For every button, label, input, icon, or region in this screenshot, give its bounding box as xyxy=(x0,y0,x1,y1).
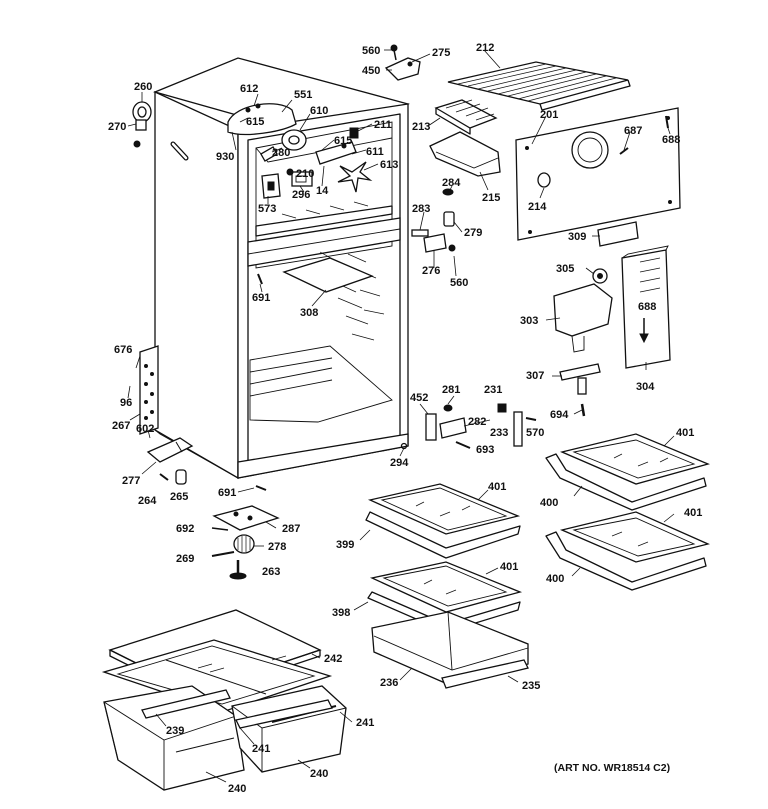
label-401-a: 401 xyxy=(488,481,506,493)
label-269: 269 xyxy=(176,553,194,565)
label-400-a: 400 xyxy=(540,497,558,509)
label-211: 211 xyxy=(374,119,392,131)
label-201: 201 xyxy=(540,109,558,121)
label-240-right: 240 xyxy=(310,768,328,780)
label-676: 676 xyxy=(114,344,132,356)
label-602: 602 xyxy=(136,423,154,435)
label-14: 14 xyxy=(316,185,329,197)
label-241-mid: 241 xyxy=(252,743,270,755)
label-612: 612 xyxy=(240,83,258,95)
label-560-top: 560 xyxy=(362,45,380,57)
rear-panel-parts-drawing xyxy=(384,44,681,253)
label-278: 278 xyxy=(268,541,286,553)
label-692: 692 xyxy=(176,523,194,535)
label-281: 281 xyxy=(442,384,460,396)
label-401-d: 401 xyxy=(684,507,702,519)
label-400-b: 400 xyxy=(546,573,564,585)
label-294: 294 xyxy=(390,457,409,469)
label-401-b: 401 xyxy=(676,427,694,439)
control-parts-drawing xyxy=(132,101,373,199)
cabinet-drawing xyxy=(139,57,410,480)
label-615-top: 615 xyxy=(246,116,264,128)
label-560-mid: 560 xyxy=(450,277,468,289)
label-450: 450 xyxy=(362,65,380,77)
label-610: 610 xyxy=(310,105,328,117)
label-282: 282 xyxy=(468,416,486,428)
art-number: (ART NO. WR18514 C2) xyxy=(554,762,670,774)
label-613: 613 xyxy=(380,159,398,171)
label-215: 215 xyxy=(482,192,500,204)
label-615-mid: 615 xyxy=(334,135,352,147)
air-duct-parts-drawing xyxy=(255,245,671,491)
label-279: 279 xyxy=(464,227,482,239)
label-570: 570 xyxy=(526,427,544,439)
label-240-left: 240 xyxy=(228,783,246,795)
label-691-bottom: 691 xyxy=(218,487,236,499)
label-236: 236 xyxy=(380,677,398,689)
leader-lines xyxy=(127,49,675,783)
label-551: 551 xyxy=(294,89,312,101)
label-270: 270 xyxy=(108,121,126,133)
label-233: 233 xyxy=(490,427,508,439)
label-287: 287 xyxy=(282,523,300,535)
label-214: 214 xyxy=(528,201,547,213)
label-260: 260 xyxy=(134,81,152,93)
label-96: 96 xyxy=(120,397,132,409)
label-264: 264 xyxy=(138,495,157,507)
label-304: 304 xyxy=(636,381,655,393)
label-296: 296 xyxy=(292,189,310,201)
crisper-pans-drawing xyxy=(101,609,347,791)
label-687: 687 xyxy=(624,125,642,137)
label-283: 283 xyxy=(412,203,430,215)
label-452: 452 xyxy=(410,392,428,404)
label-305: 305 xyxy=(556,263,574,275)
label-235: 235 xyxy=(522,680,540,692)
label-275: 275 xyxy=(432,47,450,59)
label-307: 307 xyxy=(526,370,544,382)
label-688-mid: 688 xyxy=(638,301,656,313)
label-267: 267 xyxy=(112,420,130,432)
label-276: 276 xyxy=(422,265,440,277)
label-231: 231 xyxy=(484,384,502,396)
shelves-drawing xyxy=(365,433,710,689)
label-691-mid: 691 xyxy=(252,292,270,304)
leveler-parts-drawing xyxy=(159,469,280,580)
part-labels: 560 275 212 450 260 612 551 270 615 610 … xyxy=(108,42,702,795)
label-688-top: 688 xyxy=(662,134,680,146)
label-241-right: 241 xyxy=(356,717,374,729)
label-265: 265 xyxy=(170,491,188,503)
label-210: 210 xyxy=(296,168,314,180)
label-309: 309 xyxy=(568,231,586,243)
label-239: 239 xyxy=(166,725,184,737)
label-212: 212 xyxy=(476,42,494,54)
label-611: 611 xyxy=(366,146,384,158)
label-573: 573 xyxy=(258,203,276,215)
label-930: 930 xyxy=(216,151,234,163)
label-398: 398 xyxy=(332,607,350,619)
label-693: 693 xyxy=(476,444,494,456)
label-280: 280 xyxy=(272,147,290,159)
label-213: 213 xyxy=(412,121,430,133)
label-242: 242 xyxy=(324,653,342,665)
label-263: 263 xyxy=(262,566,280,578)
label-303: 303 xyxy=(520,315,538,327)
label-277: 277 xyxy=(122,475,140,487)
label-694: 694 xyxy=(550,409,569,421)
label-401-c: 401 xyxy=(500,561,518,573)
label-308: 308 xyxy=(300,307,318,319)
label-399: 399 xyxy=(336,539,354,551)
label-284: 284 xyxy=(442,177,461,189)
